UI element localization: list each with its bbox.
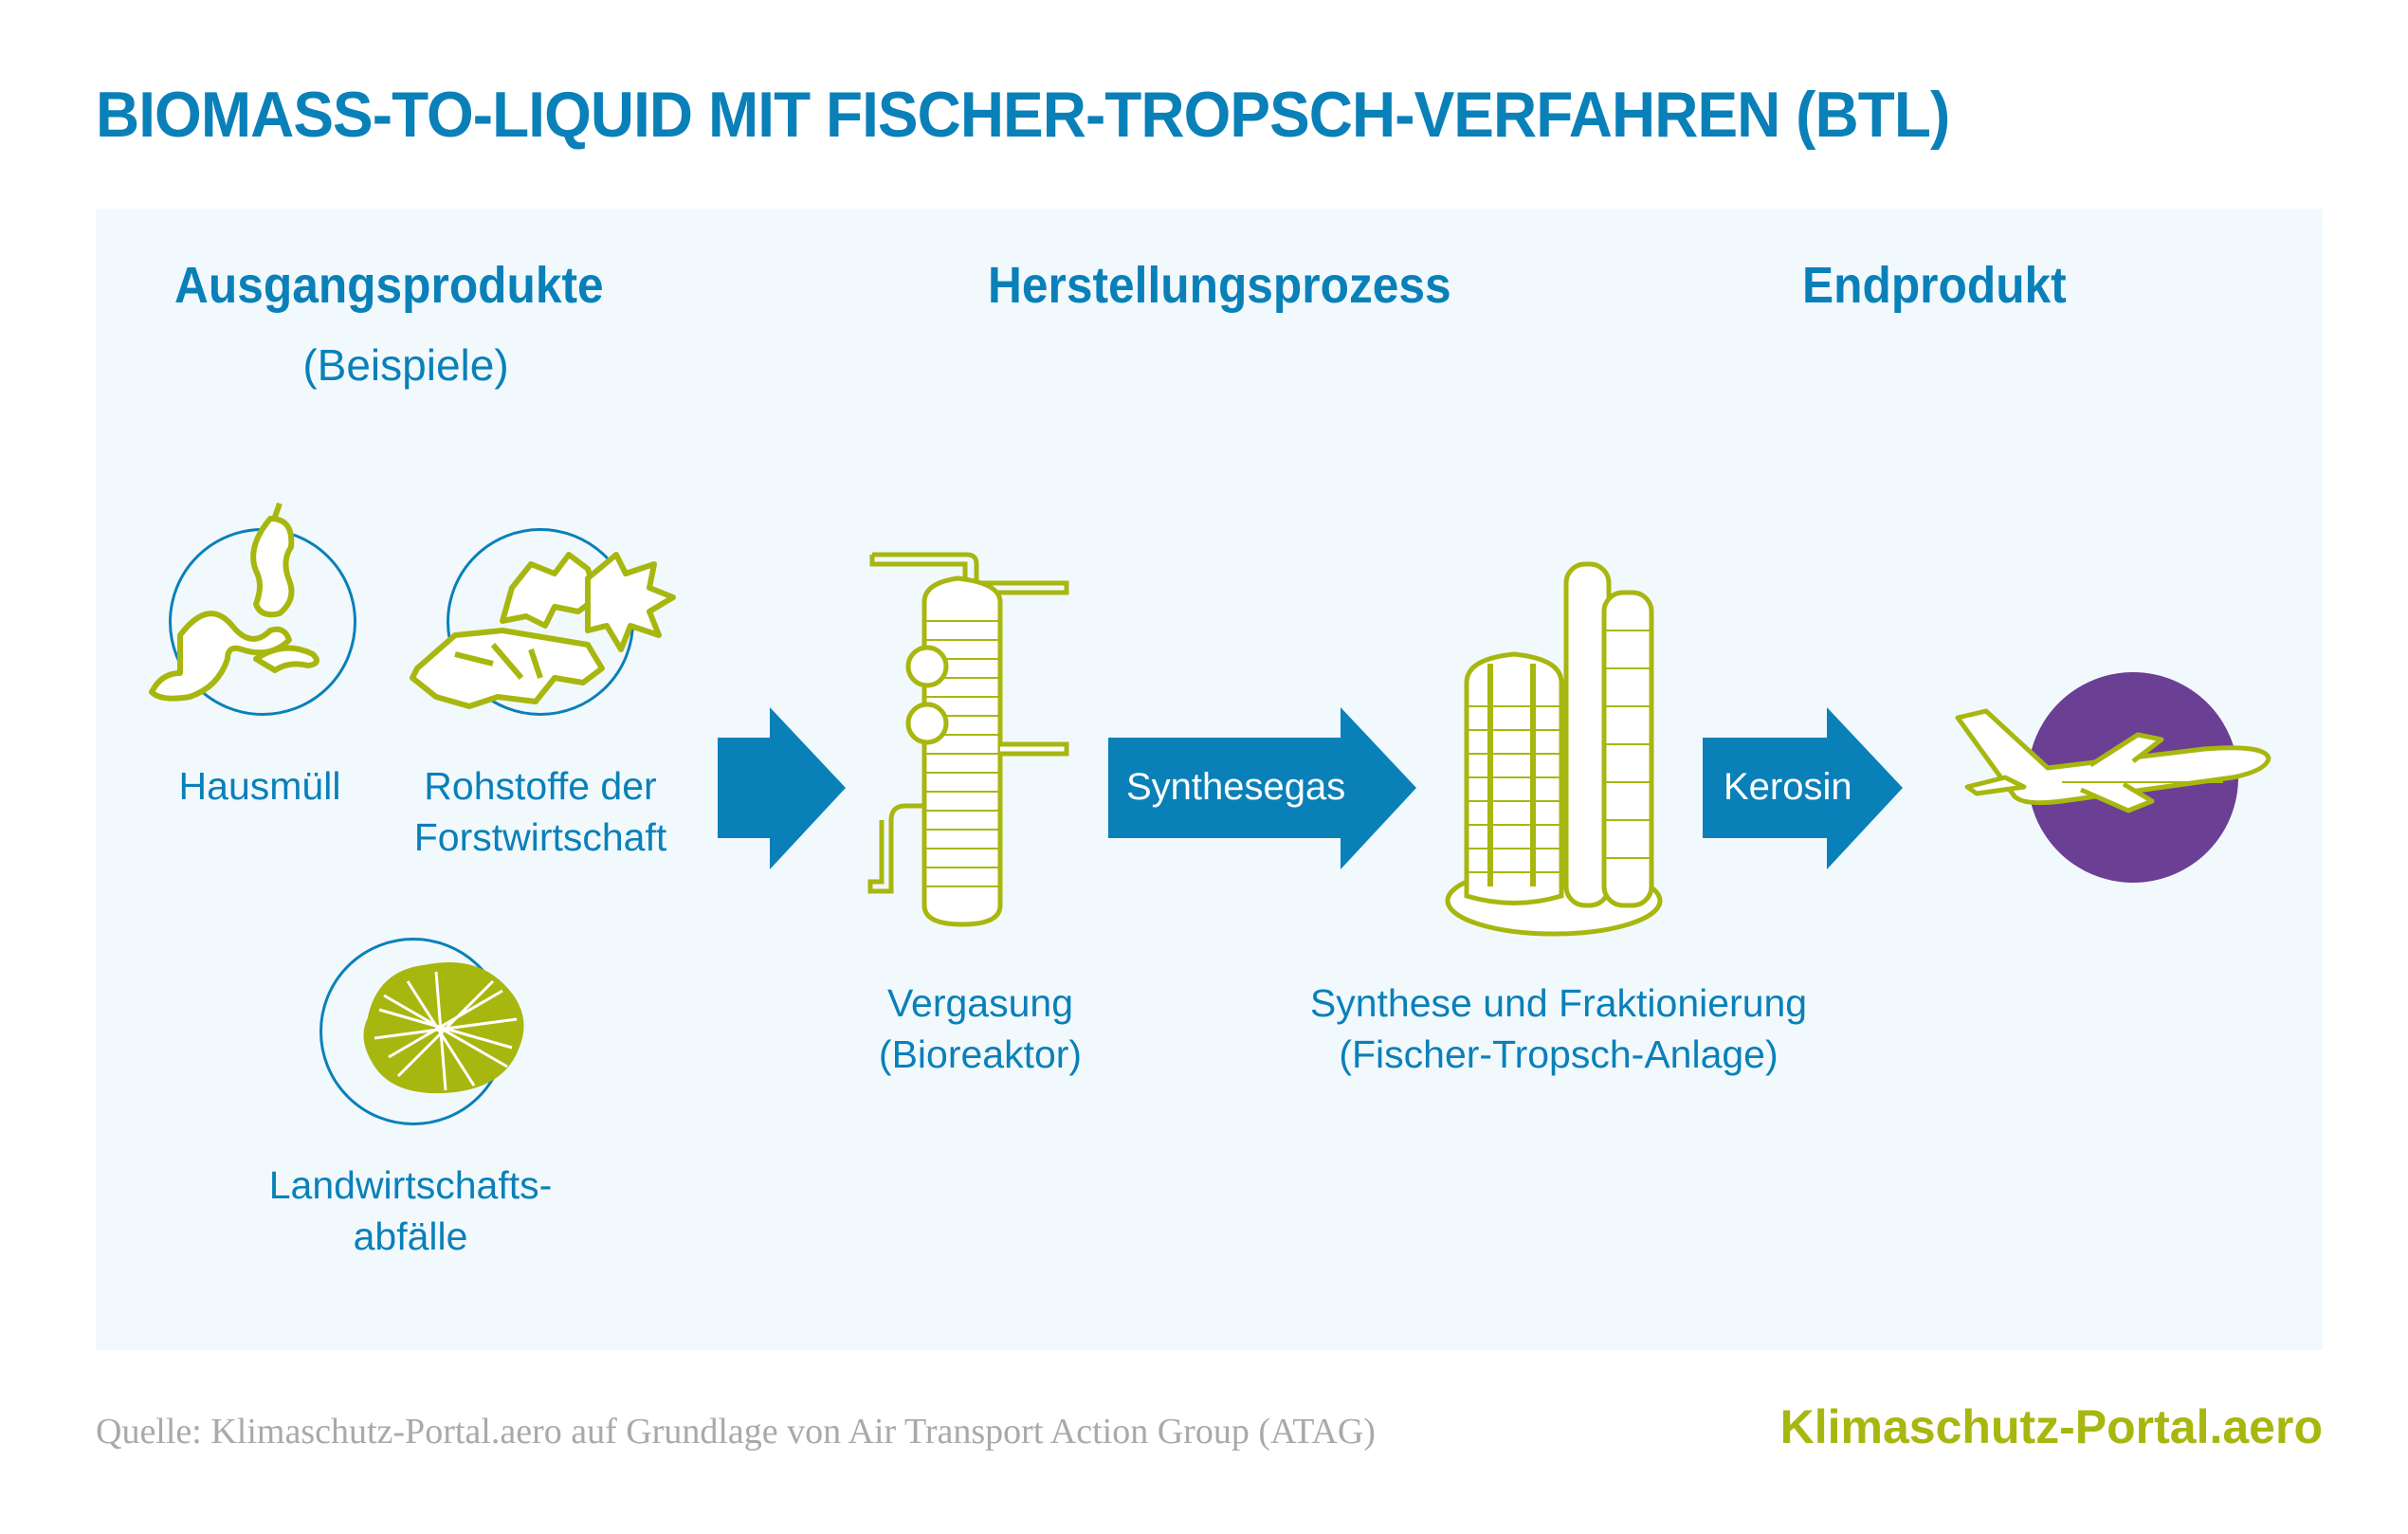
arrow-3-icon <box>1703 707 1903 869</box>
label-line: Rohstoffe der <box>424 764 657 808</box>
fischer-tropsch-plant-icon <box>1445 561 1663 937</box>
input-label-agriculture: Landwirtschafts- abfälle <box>269 1160 553 1262</box>
straw-icon <box>363 962 524 1094</box>
arrow-2-icon <box>1108 707 1416 869</box>
arrow-label-synthesegas: Synthesegas <box>1126 766 1346 808</box>
label-line: Landwirtschafts- <box>268 1163 553 1207</box>
heading-inputs: Ausgangsprodukte <box>174 257 604 314</box>
arrow-label-kerosin: Kerosin <box>1724 766 1852 808</box>
subheading-examples: (Beispiele) <box>302 340 509 390</box>
input-label-waste: Hausmüll <box>178 764 341 808</box>
label-line: abfälle <box>353 1214 468 1258</box>
input-label-forestry: Rohstoffe der Forstwirtschaft <box>414 760 667 863</box>
airplane-icon <box>1955 708 2271 813</box>
waste-icon <box>149 502 319 702</box>
brand-logo-text: Klimaschutz-Portal.aero <box>1779 1400 2323 1453</box>
bioreactor-icon <box>867 552 1069 927</box>
label-line: Synthese und Fraktionierung <box>1309 981 1808 1025</box>
heading-process: Herstellungsprozess <box>988 257 1451 314</box>
heading-output: Endprodukt <box>1802 257 2067 314</box>
label-line: Vergasung <box>886 981 1074 1025</box>
step-label-gasification: Vergasung (Bioreaktor) <box>879 977 1082 1080</box>
step-label-synthesis: Synthese und Fraktionierung (Fischer-Tro… <box>1310 977 1807 1080</box>
page-title: BIOMASS-TO-LIQUID MIT FISCHER-TROPSCH-VE… <box>96 79 1950 151</box>
arrow-1-icon <box>718 707 846 869</box>
label-line: Forstwirtschaft <box>413 815 667 859</box>
label-line: (Bioreaktor) <box>878 1032 1083 1076</box>
wood-leaves-icon <box>410 552 676 709</box>
label-line: (Fischer-Tropsch-Anlage) <box>1339 1032 1779 1076</box>
source-note: Quelle: Klimaschutz-Portal.aero auf Grun… <box>96 1412 1376 1452</box>
